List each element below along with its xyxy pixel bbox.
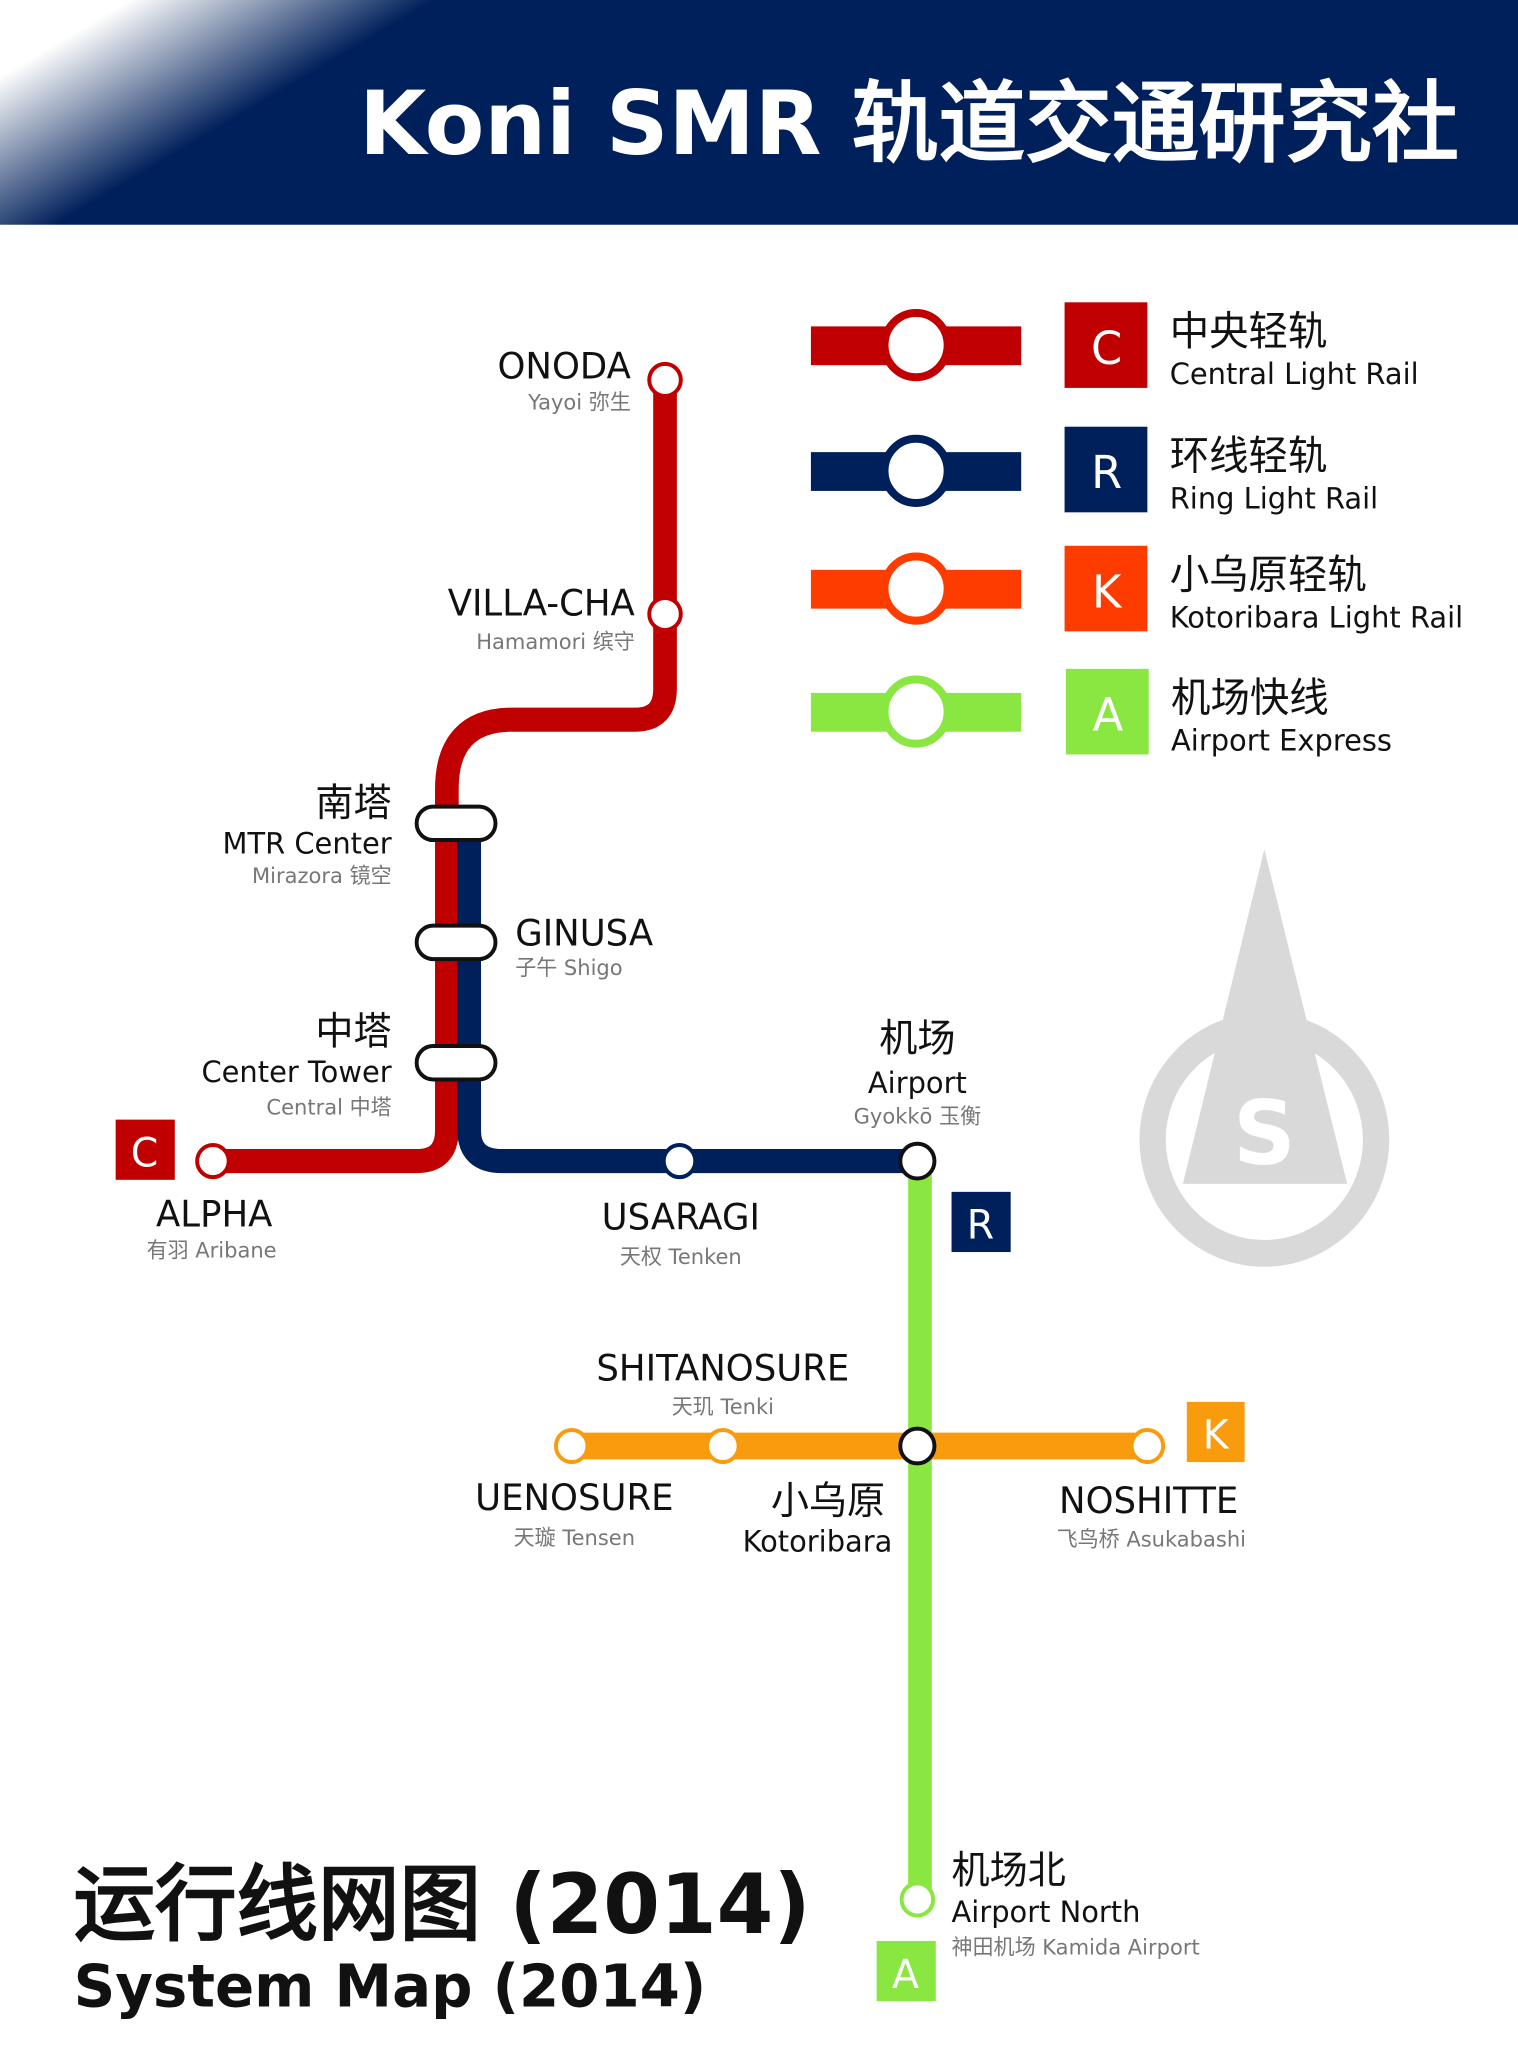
svg-text:Yayoi 弥生: Yayoi 弥生 (527, 390, 631, 415)
header-banner: Koni SMR 轨道交通研究社 (0, 0, 1518, 225)
legend-name-cn: 小乌原轻轨 (1170, 552, 1367, 598)
label-villacha: VILLA-CHA Hamamori 缤守 (448, 583, 636, 655)
badge-airport: A (876, 1940, 936, 2002)
footer-title-cn: 运行线网图 (2014) (74, 1857, 811, 1953)
station-villacha[interactable] (647, 595, 683, 633)
footer-title-en: System Map (2014) (74, 1952, 707, 2021)
svg-text:小乌原: 小乌原 (771, 1479, 885, 1524)
legend-code: K (1092, 565, 1123, 618)
svg-text:天璇 Tensen: 天璇 Tensen (514, 1526, 635, 1551)
station-shitanosure[interactable] (705, 1427, 741, 1465)
label-zhongta: 中塔 Center Tower Central 中塔 (201, 1009, 391, 1120)
svg-text:NOSHITTE: NOSHITTE (1059, 1481, 1238, 1522)
legend-name-cn: 中央轻轨 (1170, 309, 1328, 355)
legend-code: C (1091, 321, 1122, 374)
svg-text:R: R (967, 1202, 994, 1248)
svg-text:C: C (131, 1130, 159, 1176)
label-airport: 机场 Airport Gyokkō 玉衡 (854, 1016, 982, 1130)
svg-text:Gyokkō 玉衡: Gyokkō 玉衡 (854, 1104, 982, 1129)
svg-text:Airport North: Airport North (952, 1895, 1141, 1929)
label-airport-north: 机场北 Airport North 神田机场 Kamida Airport (952, 1848, 1200, 1960)
badge-kotoribara: K (1186, 1401, 1245, 1463)
legend: C 中央轻轨 Central Light Rail R 环线轻轨 Ring Li… (810, 302, 1463, 757)
legend-name-en: Airport Express (1171, 723, 1392, 757)
svg-text:MTR Center: MTR Center (223, 826, 392, 860)
svg-text:Mirazora 镜空: Mirazora 镜空 (252, 864, 392, 889)
legend-name-en: Kotoribara Light Rail (1170, 600, 1463, 634)
svg-text:Airport: Airport (868, 1066, 967, 1100)
header-title: Koni SMR 轨道交通研究社 (359, 72, 1459, 175)
station-alpha[interactable] (195, 1143, 231, 1180)
svg-text:UENOSURE: UENOSURE (475, 1478, 673, 1519)
legend-name-cn: 机场快线 (1171, 675, 1329, 721)
legend-item-central: C 中央轻轨 Central Light Rail (810, 302, 1419, 391)
svg-text:ALPHA: ALPHA (156, 1194, 273, 1235)
station-airport-north[interactable] (899, 1881, 936, 1918)
svg-text:飞鸟桥 Asukabashi: 飞鸟桥 Asukabashi (1057, 1527, 1246, 1552)
legend-code: A (1093, 688, 1124, 741)
label-kotoribara: 小乌原 Kotoribara (743, 1479, 893, 1559)
svg-text:神田机场 Kamida Airport: 神田机场 Kamida Airport (952, 1935, 1200, 1960)
svg-text:天权 Tenken: 天权 Tenken (620, 1245, 742, 1270)
compass-icon: S (1139, 849, 1390, 1267)
svg-text:Center Tower: Center Tower (201, 1055, 391, 1089)
svg-text:Hamamori 缤守: Hamamori 缤守 (476, 630, 635, 655)
legend-item-ring: R 环线轻轨 Ring Light Rail (810, 426, 1378, 515)
svg-text:VILLA-CHA: VILLA-CHA (448, 583, 636, 624)
legend-name-en: Central Light Rail (1170, 357, 1419, 391)
legend-name-en: Ring Light Rail (1170, 481, 1378, 515)
station-nanta[interactable] (414, 804, 498, 843)
station-kotoribara[interactable] (898, 1426, 937, 1466)
svg-text:Central 中塔: Central 中塔 (266, 1095, 391, 1120)
svg-text:有羽 Aribane: 有羽 Aribane (147, 1238, 277, 1263)
svg-text:K: K (1203, 1412, 1230, 1458)
svg-text:ONODA: ONODA (497, 346, 631, 387)
station-ginusa[interactable] (414, 923, 498, 962)
legend-item-kotoribara: K 小乌原轻轨 Kotoribara Light Rail (810, 545, 1463, 634)
label-nanta: 南塔 MTR Center Mirazora 镜空 (223, 781, 392, 889)
label-alpha: ALPHA 有羽 Aribane (147, 1194, 277, 1263)
svg-text:南塔: 南塔 (315, 781, 391, 826)
legend-code: R (1091, 446, 1122, 499)
station-zhongta[interactable] (414, 1044, 498, 1082)
label-noshitte: NOSHITTE 飞鸟桥 Asukabashi (1057, 1481, 1246, 1553)
station-noshitte[interactable] (1129, 1427, 1166, 1465)
svg-text:Kotoribara: Kotoribara (743, 1524, 893, 1558)
station-uenosure[interactable] (553, 1427, 590, 1465)
label-usaragi: USARAGI 天权 Tenken (602, 1197, 760, 1270)
line-ring (457, 822, 918, 1174)
compass-letter: S (1233, 1082, 1295, 1185)
badge-central: C (115, 1119, 175, 1180)
svg-text:机场: 机场 (879, 1016, 955, 1061)
station-usaragi[interactable] (661, 1143, 698, 1180)
svg-text:中塔: 中塔 (315, 1009, 391, 1054)
svg-text:子午 Shigo: 子午 Shigo (515, 956, 622, 981)
label-ginusa: GINUSA 子午 Shigo (515, 913, 653, 981)
svg-text:机场北: 机场北 (952, 1848, 1066, 1893)
badge-ring: R (951, 1191, 1011, 1253)
svg-text:A: A (892, 1951, 919, 1997)
svg-text:GINUSA: GINUSA (515, 913, 653, 954)
svg-text:SHITANOSURE: SHITANOSURE (596, 1348, 849, 1389)
line-central (212, 379, 677, 1174)
legend-name-cn: 环线轻轨 (1170, 433, 1328, 479)
svg-text:天玑 Tenki: 天玑 Tenki (672, 1395, 774, 1420)
label-shitanosure: SHITANOSURE 天玑 Tenki (596, 1348, 849, 1420)
label-onoda: ONODA Yayoi 弥生 (497, 346, 631, 415)
station-onoda[interactable] (647, 361, 683, 398)
legend-item-airport: A 机场快线 Airport Express (810, 668, 1392, 757)
svg-text:USARAGI: USARAGI (602, 1197, 760, 1238)
label-uenosure: UENOSURE 天璇 Tensen (475, 1478, 673, 1551)
station-airport[interactable] (898, 1141, 937, 1181)
